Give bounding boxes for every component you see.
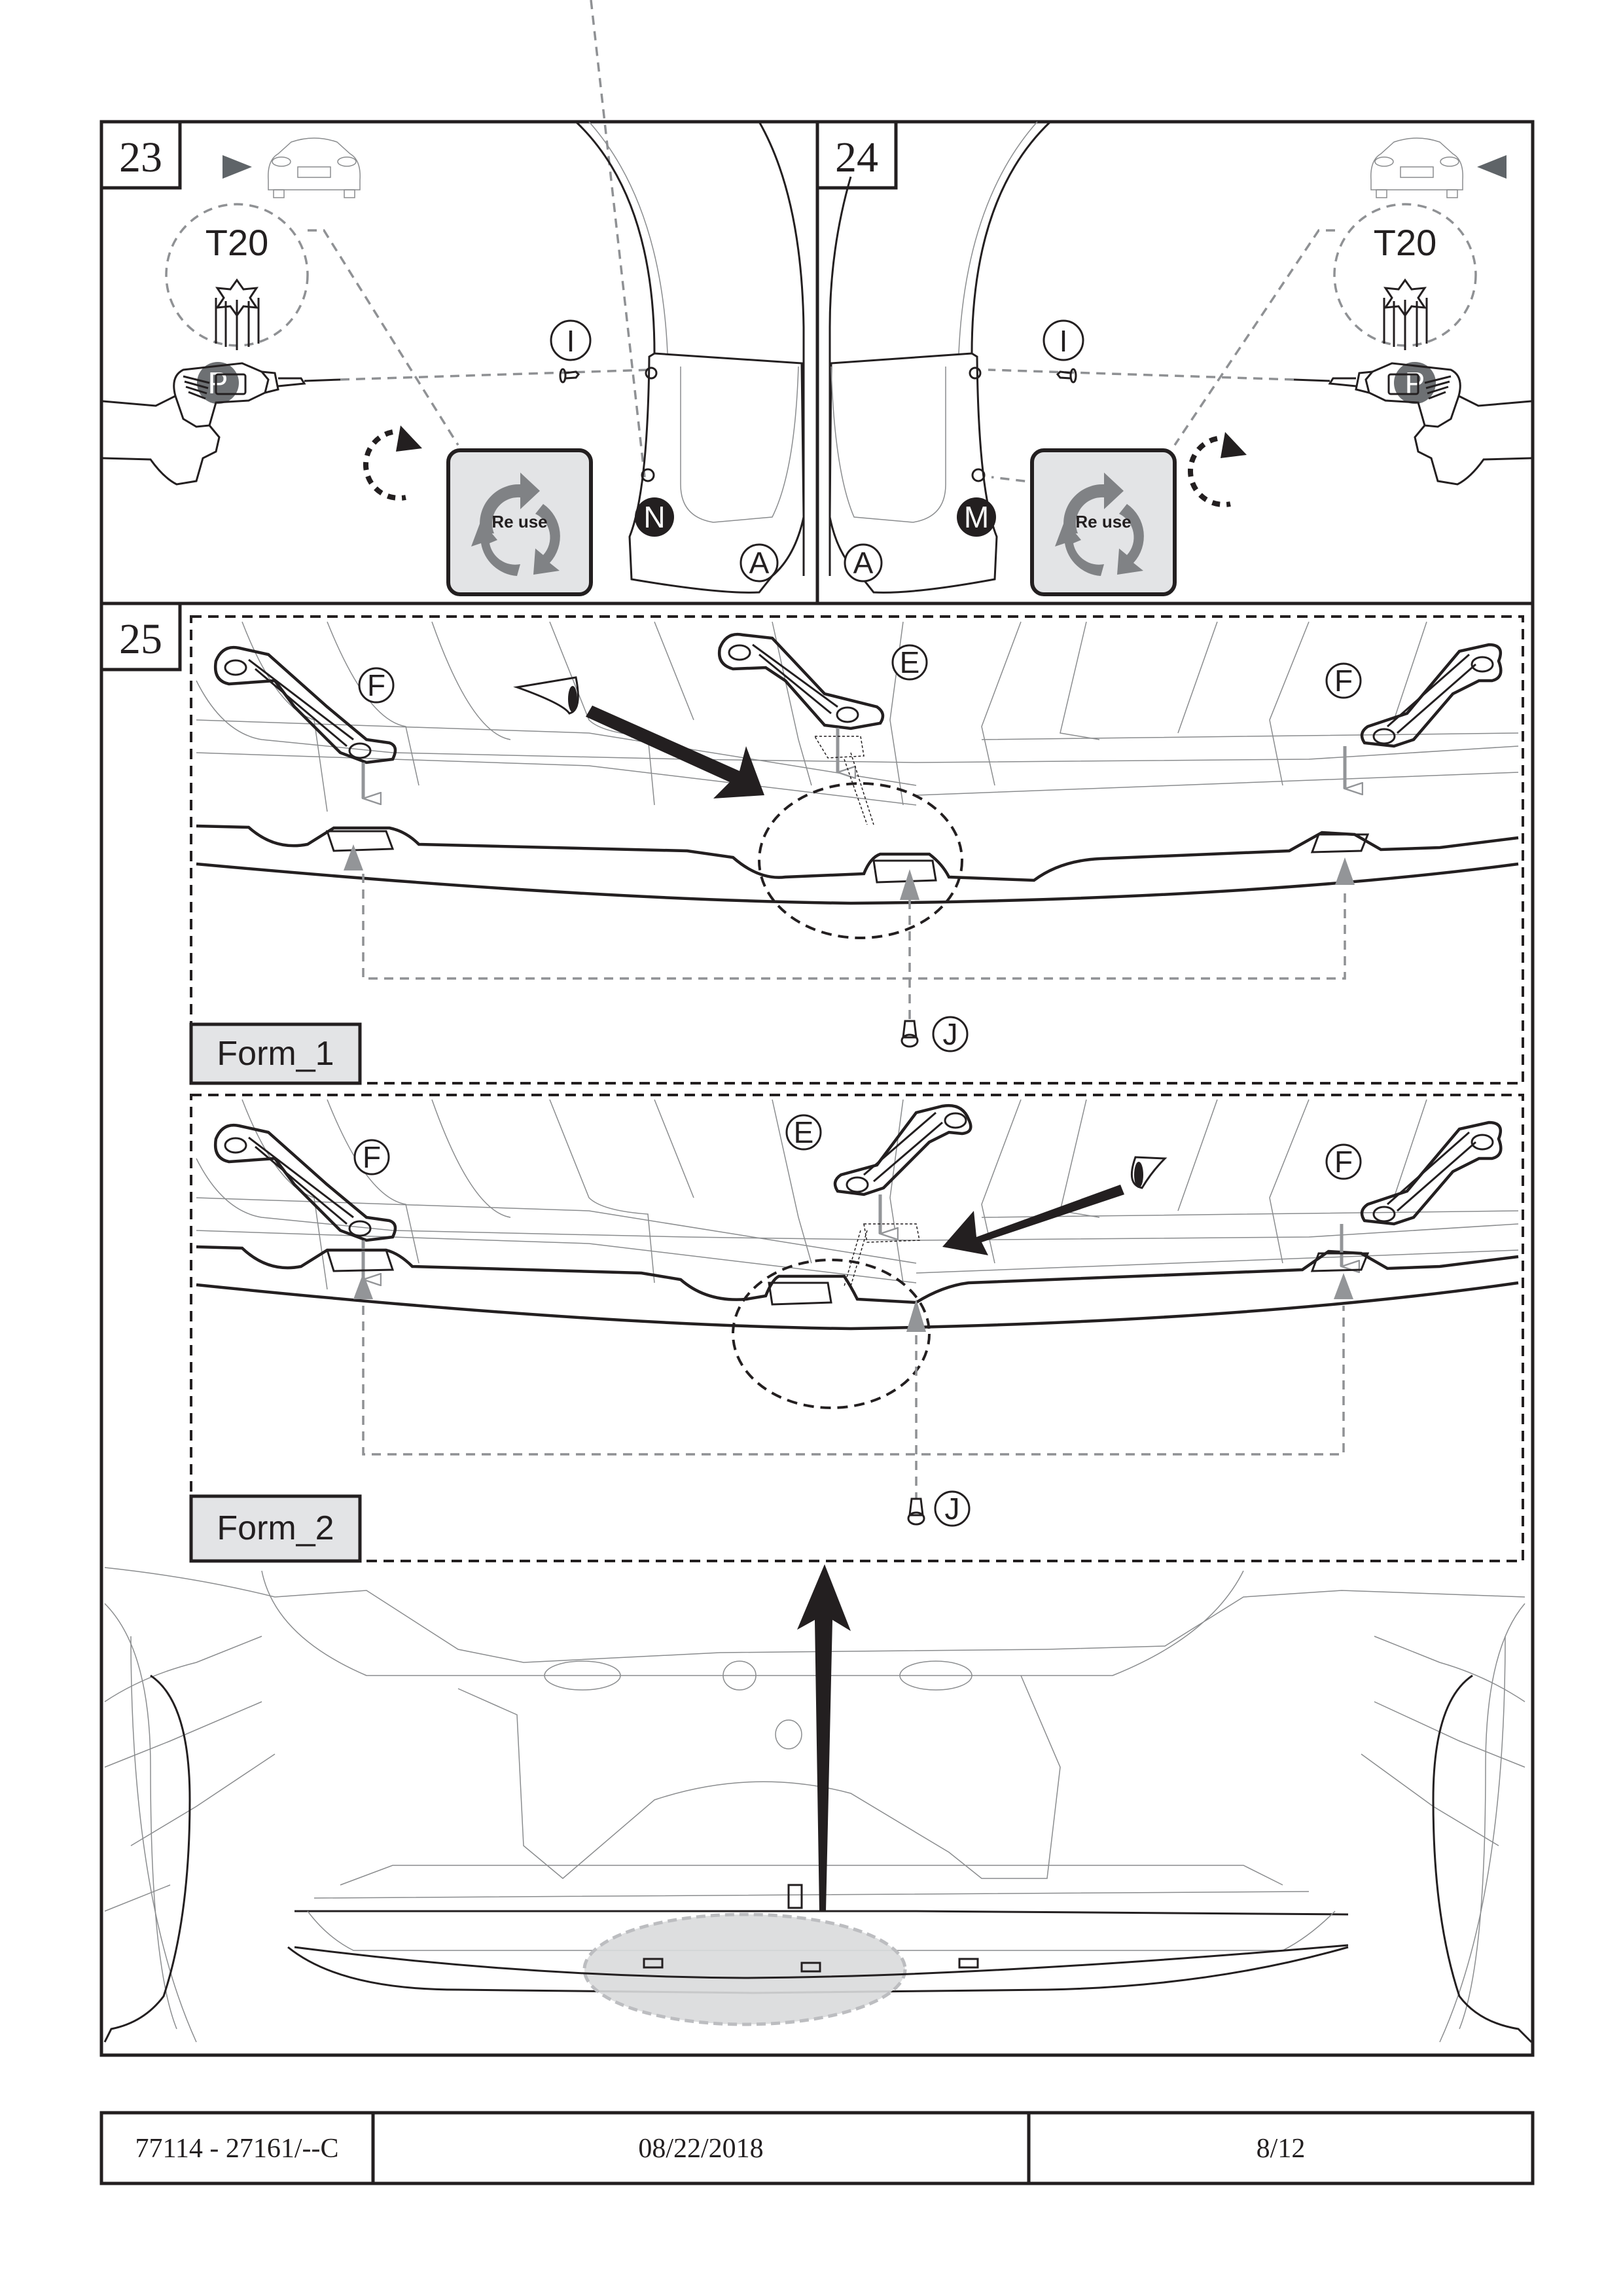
install-area-highlight bbox=[582, 1912, 907, 2026]
callout-f: F bbox=[358, 667, 395, 704]
form-1-detail: F E bbox=[189, 615, 1524, 1085]
callout-f: F bbox=[1325, 662, 1362, 699]
svg-text:I: I bbox=[567, 324, 575, 358]
torx-bit-icon: T20 bbox=[1333, 203, 1477, 350]
vehicle-underbody-illustration bbox=[103, 1564, 1533, 2043]
svg-text:J: J bbox=[945, 1492, 960, 1526]
torx-bit-icon: T20 bbox=[165, 203, 309, 350]
svg-text:E: E bbox=[794, 1115, 814, 1149]
view-direction-icon bbox=[223, 137, 361, 198]
tool-size-label: T20 bbox=[1374, 222, 1437, 263]
callout-e: E bbox=[785, 1114, 822, 1151]
detail-zoom-circle bbox=[758, 782, 963, 939]
wheel-arch-liner bbox=[575, 120, 805, 594]
callout-i: I bbox=[1043, 319, 1084, 361]
callout-f: F bbox=[353, 1139, 390, 1175]
view-eye-icon bbox=[1130, 1156, 1168, 1189]
callout-a: A bbox=[740, 543, 779, 583]
step-number: 25 bbox=[119, 615, 162, 663]
car-front-view-icon bbox=[1370, 137, 1463, 198]
svg-text:I: I bbox=[1060, 324, 1068, 358]
svg-text:A: A bbox=[749, 546, 770, 580]
svg-text:F: F bbox=[1334, 1145, 1353, 1179]
wheel-arch-liner bbox=[829, 120, 1052, 594]
svg-text:F: F bbox=[367, 668, 385, 702]
view-eye-icon bbox=[513, 676, 579, 715]
step-25-panel: 25 F bbox=[99, 601, 1533, 2043]
footer-table: 77114 - 27161/--C 08/22/2018 8/12 bbox=[99, 2111, 1535, 2185]
callout-n: N bbox=[635, 497, 674, 537]
tool-size-label: T20 bbox=[205, 222, 269, 263]
svg-text:E: E bbox=[900, 645, 920, 679]
revision-date: 08/22/2018 bbox=[638, 2134, 763, 2164]
bracket-f-right bbox=[1340, 1121, 1503, 1266]
callout-f: F bbox=[1325, 1143, 1362, 1180]
push-rivet-icon bbox=[907, 1498, 925, 1526]
bracket-e-center bbox=[717, 632, 885, 772]
part-number: 77114 - 27161/--C bbox=[135, 2134, 338, 2164]
drill-icon bbox=[102, 362, 341, 486]
step-24-panel: 24 T20 P bbox=[815, 120, 1532, 596]
svg-text:Form_1: Form_1 bbox=[217, 1035, 334, 1073]
push-rivet-icon bbox=[901, 1020, 919, 1048]
car-front-view-icon bbox=[268, 137, 361, 198]
svg-text:Re use: Re use bbox=[491, 512, 547, 531]
reuse-badge: Re use bbox=[1030, 448, 1177, 596]
bracket-e-center bbox=[833, 1103, 972, 1234]
svg-text:A: A bbox=[853, 546, 874, 580]
callout-a: A bbox=[844, 543, 883, 583]
svg-text:N: N bbox=[643, 500, 665, 534]
screw-icon bbox=[1056, 368, 1077, 384]
bracket-f-right bbox=[1343, 643, 1503, 789]
screw-icon bbox=[559, 368, 580, 384]
svg-text:M: M bbox=[964, 500, 989, 534]
view-direction-icon bbox=[1370, 137, 1507, 198]
svg-text:Re use: Re use bbox=[1075, 512, 1131, 531]
step-23-panel: 23 T20 P bbox=[99, 0, 805, 596]
svg-text:Form_2: Form_2 bbox=[217, 1509, 334, 1547]
rotation-direction-icon bbox=[1188, 432, 1247, 507]
callout-i: I bbox=[550, 319, 592, 361]
bracket-f-left bbox=[213, 645, 397, 798]
drill-icon bbox=[1293, 362, 1532, 486]
svg-text:J: J bbox=[943, 1017, 958, 1051]
install-direction-arrow bbox=[787, 1564, 851, 1911]
step-number: 24 bbox=[835, 134, 878, 181]
step-number: 23 bbox=[119, 134, 162, 181]
callout-j: J bbox=[934, 1490, 971, 1527]
form-1-label: Form_1 bbox=[189, 1022, 362, 1085]
rotation-direction-icon bbox=[363, 425, 422, 501]
callout-j: J bbox=[932, 1016, 969, 1052]
callout-m: M bbox=[957, 497, 996, 537]
form-2-detail: F E bbox=[189, 1094, 1524, 1563]
svg-text:F: F bbox=[1334, 664, 1353, 698]
form-2-label: Form_2 bbox=[189, 1494, 362, 1563]
callout-e: E bbox=[891, 644, 928, 681]
svg-text:F: F bbox=[363, 1140, 381, 1174]
page-number: 8/12 bbox=[1257, 2134, 1306, 2164]
reuse-badge: Re use bbox=[446, 448, 593, 596]
detail-zoom-circle bbox=[732, 1259, 931, 1409]
